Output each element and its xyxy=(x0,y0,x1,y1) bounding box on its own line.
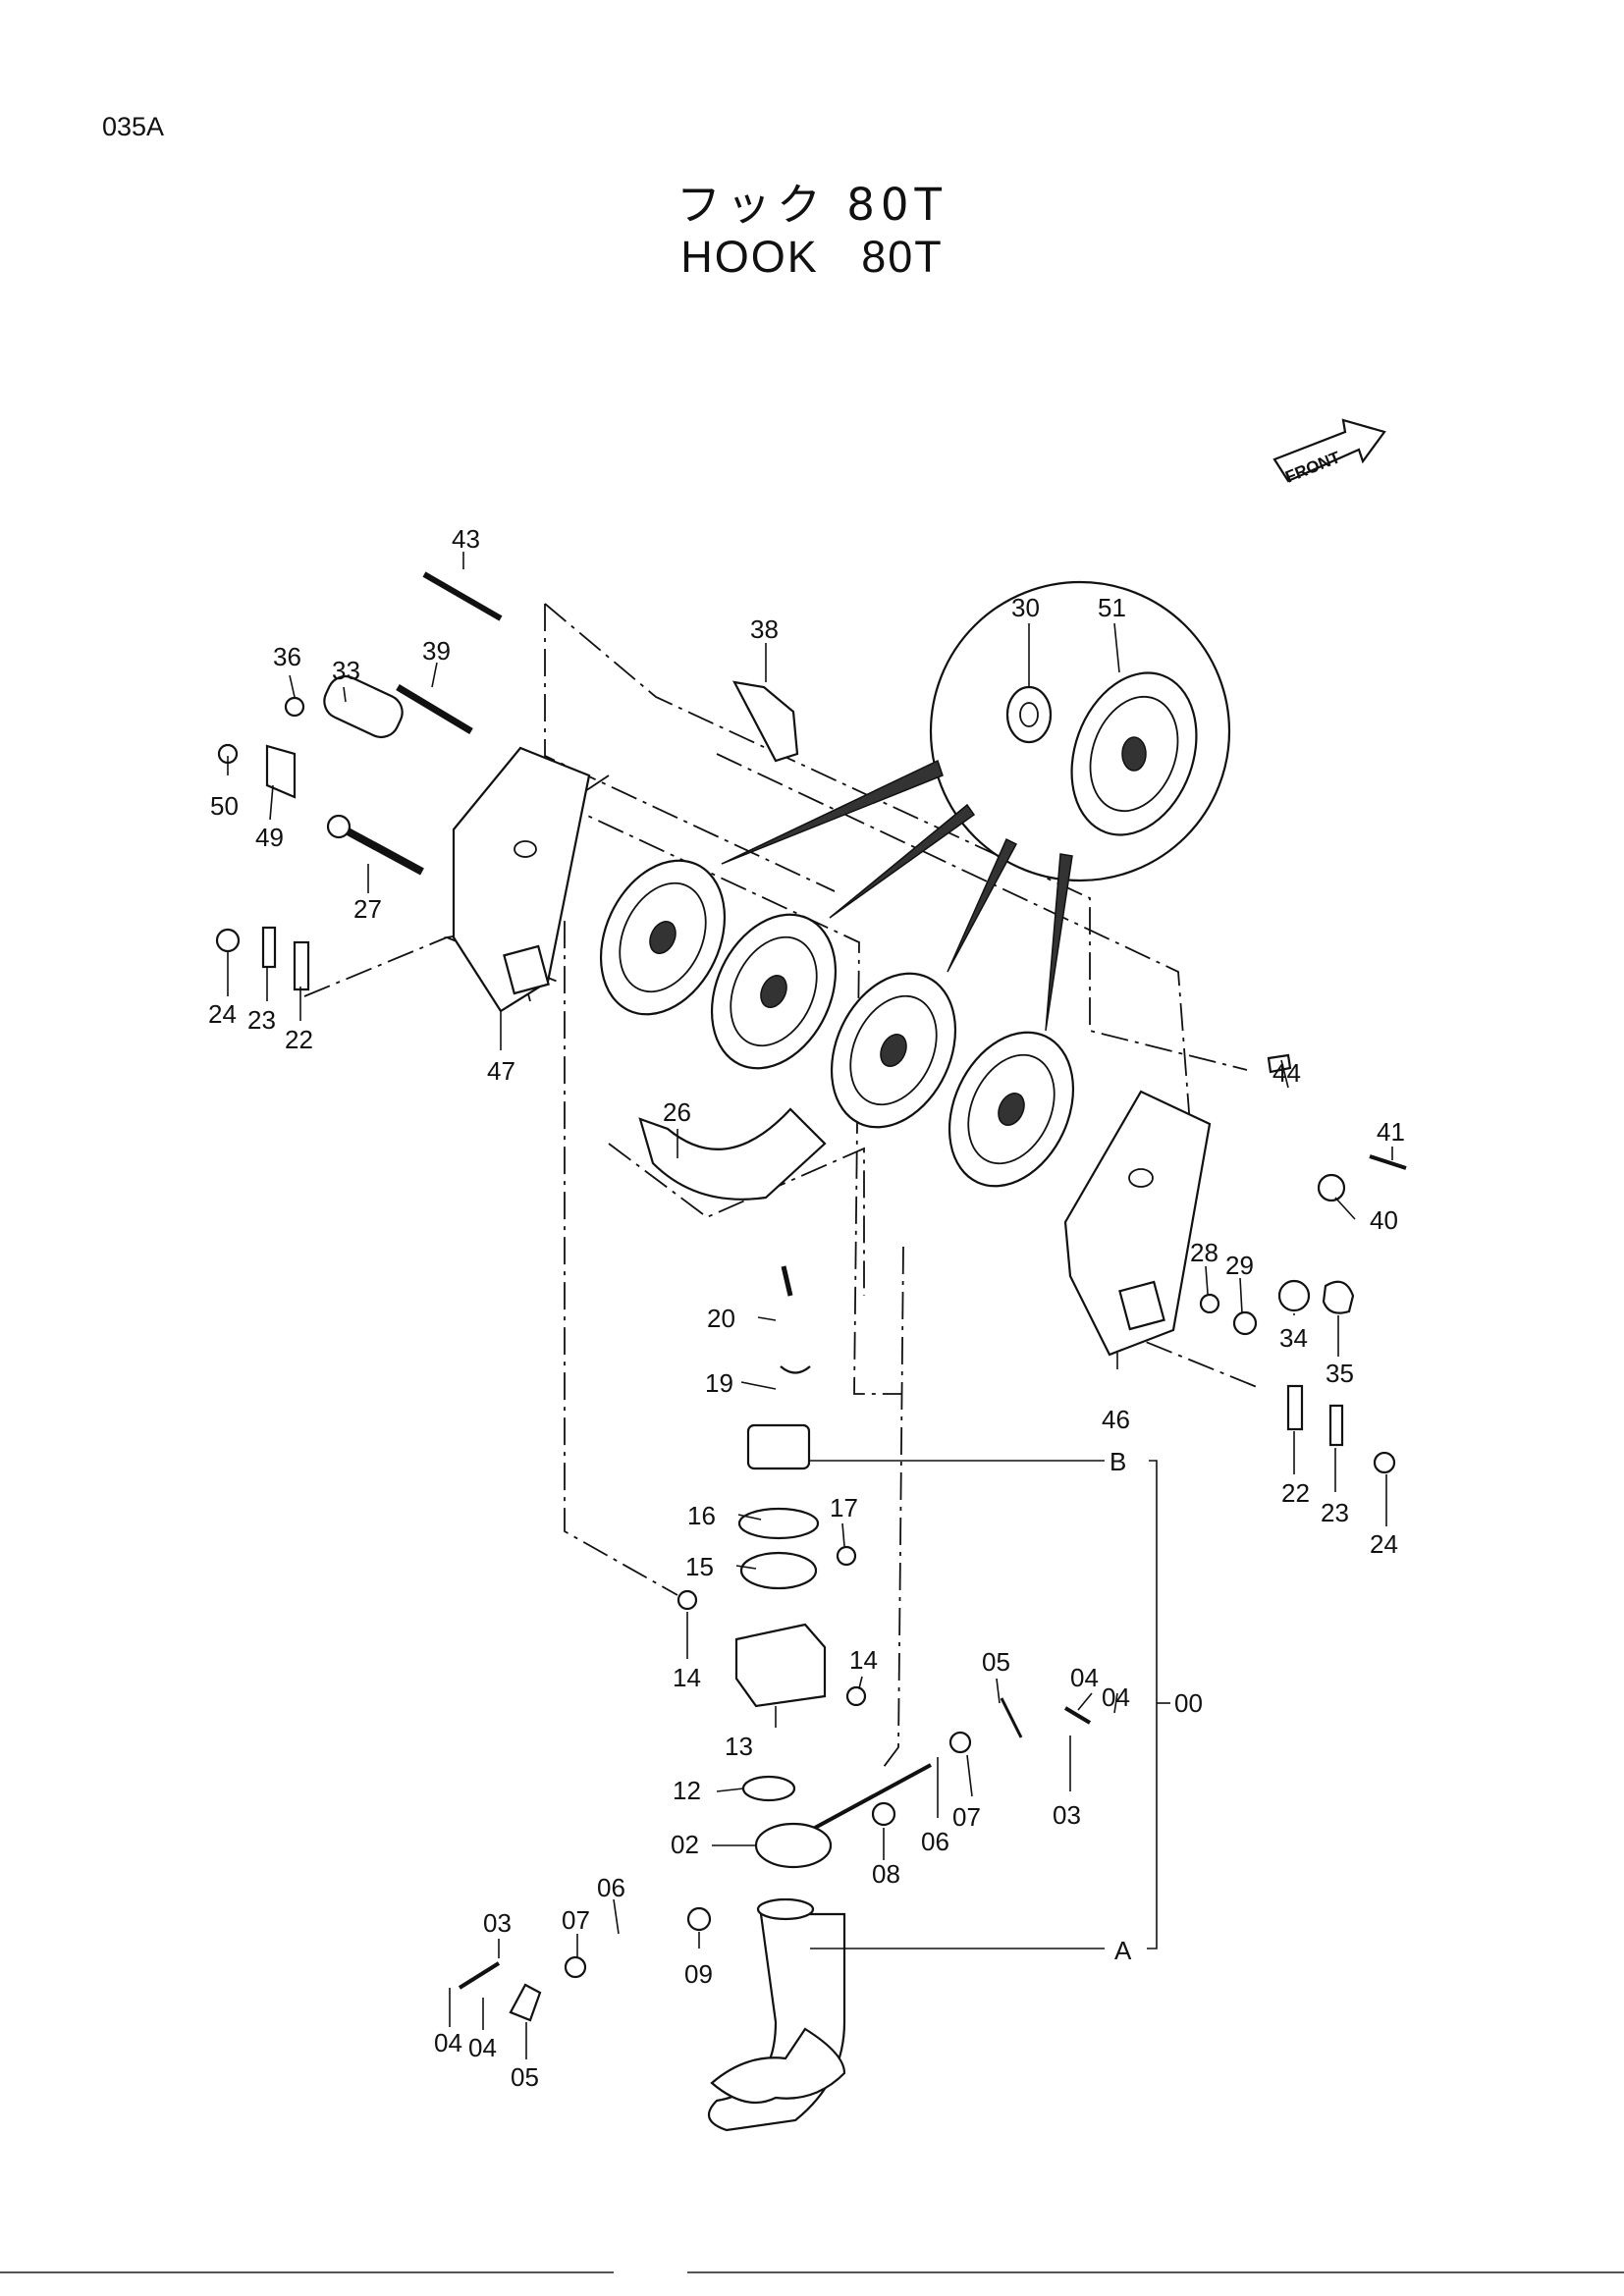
callout-23-left: 23 xyxy=(247,1005,276,1035)
leader-lines xyxy=(227,552,1393,2059)
callout-34: 34 xyxy=(1279,1323,1308,1353)
callout-33: 33 xyxy=(332,656,360,685)
footer-rule-left xyxy=(0,2271,614,2273)
callout-13: 13 xyxy=(725,1732,753,1761)
callout-51: 51 xyxy=(1098,593,1126,622)
callout-20: 20 xyxy=(707,1304,735,1333)
callout-23-right: 23 xyxy=(1321,1498,1349,1527)
page-code: 035A xyxy=(102,112,165,141)
callout-40: 40 xyxy=(1370,1205,1398,1235)
sheave-3 xyxy=(830,972,957,1129)
callout-50: 50 xyxy=(210,791,239,821)
callout-26: 26 xyxy=(663,1097,691,1127)
right-side-plate-46 xyxy=(1063,1090,1212,1357)
callout-22-right: 22 xyxy=(1281,1478,1310,1508)
callout-06-left: 06 xyxy=(597,1873,625,1902)
callout-39: 39 xyxy=(422,636,451,666)
callout-28: 28 xyxy=(1190,1238,1218,1267)
callout-30: 30 xyxy=(1011,593,1040,622)
callout-16: 16 xyxy=(687,1501,716,1530)
callout-07-right: 07 xyxy=(952,1802,981,1832)
callout-labels: 43 36 33 39 50 49 27 24 23 22 47 38 30 5… xyxy=(208,524,1405,2092)
sheave-1 xyxy=(599,859,727,1016)
callout-36: 36 xyxy=(273,642,301,671)
callout-08: 08 xyxy=(872,1859,900,1889)
left-side-plate-47 xyxy=(452,746,591,1013)
callout-24-right: 24 xyxy=(1370,1529,1398,1559)
callout-00: 00 xyxy=(1174,1688,1203,1718)
sheave-4 xyxy=(947,1031,1075,1188)
callout-03-left: 03 xyxy=(483,1908,512,1938)
footer-rule-right xyxy=(687,2271,1624,2273)
lower-hook-assembly xyxy=(458,1265,1092,2132)
front-arrow-icon: FRONT xyxy=(1272,418,1386,487)
callout-43: 43 xyxy=(452,524,480,554)
callout-24-left: 24 xyxy=(208,999,237,1029)
callout-A: A xyxy=(1114,1936,1132,1965)
callout-04-left-b: 04 xyxy=(468,2033,497,2062)
callout-38: 38 xyxy=(750,614,779,644)
callout-49: 49 xyxy=(255,823,284,852)
callout-05-right: 05 xyxy=(982,1647,1010,1677)
callout-14-left: 14 xyxy=(673,1663,701,1692)
callout-22-left: 22 xyxy=(285,1025,313,1054)
callout-46: 46 xyxy=(1102,1405,1130,1434)
callout-29: 29 xyxy=(1225,1251,1254,1280)
callout-04-right-b: 04 xyxy=(1102,1682,1130,1712)
diagram-title-japanese: フック 80T xyxy=(676,179,948,231)
callout-07-left: 07 xyxy=(562,1905,590,1935)
callout-35: 35 xyxy=(1326,1359,1354,1388)
callout-04-right-a: 04 xyxy=(1070,1663,1099,1692)
callout-19: 19 xyxy=(705,1368,733,1398)
callout-B: B xyxy=(1110,1447,1126,1476)
callout-03-right: 03 xyxy=(1053,1800,1081,1830)
callout-44: 44 xyxy=(1272,1058,1301,1088)
callout-05-left: 05 xyxy=(511,2062,539,2092)
callout-41: 41 xyxy=(1377,1117,1405,1147)
callout-14-right: 14 xyxy=(849,1645,878,1675)
callout-15: 15 xyxy=(685,1552,714,1581)
callout-06-right: 06 xyxy=(921,1827,949,1856)
callout-12: 12 xyxy=(673,1776,701,1805)
diagram-title-english: HOOK 80T xyxy=(680,232,944,282)
sheave-detail-circle xyxy=(721,580,1231,1032)
sheave-2 xyxy=(710,913,838,1070)
callout-02: 02 xyxy=(671,1830,699,1859)
callout-47: 47 xyxy=(487,1056,515,1086)
callout-09: 09 xyxy=(684,1959,713,1989)
upper-small-parts xyxy=(215,571,1407,1474)
callout-27: 27 xyxy=(353,894,382,924)
callout-04-left-a: 04 xyxy=(434,2028,462,2057)
callout-17: 17 xyxy=(830,1493,858,1522)
